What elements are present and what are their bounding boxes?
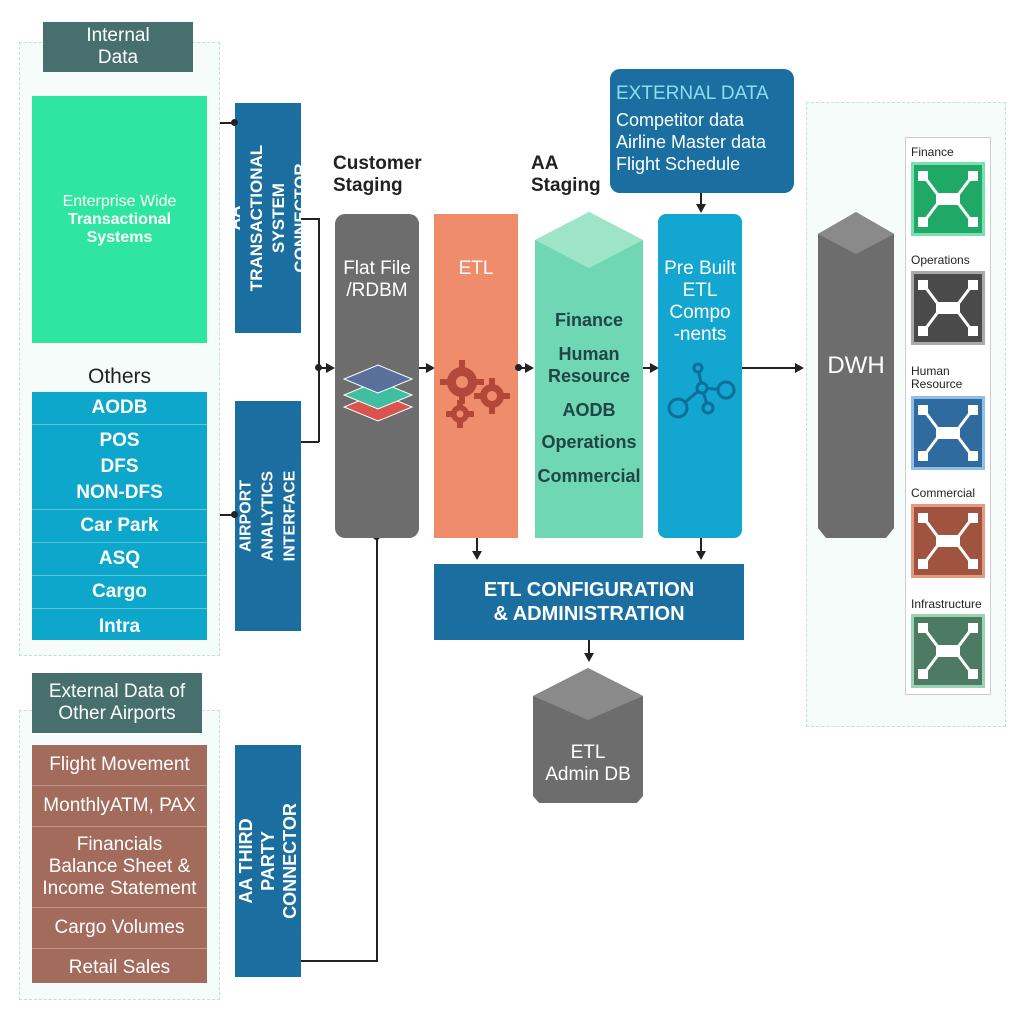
etl-label: ETL — [458, 258, 494, 279]
analytics-interface-connector: AIRPORT ANALYTICS INTERFACE — [235, 401, 301, 631]
external-data-item: Airline Master data — [616, 132, 767, 152]
internal-data-title: Internal Data — [43, 22, 193, 72]
enterprise-line3: Systems — [86, 228, 153, 246]
line — [643, 367, 653, 369]
line — [700, 538, 702, 552]
aa-item-finance: Finance — [554, 310, 624, 330]
network-icon — [664, 360, 738, 430]
arrow — [696, 204, 706, 213]
arrow — [525, 363, 534, 373]
commercial-mart-icon — [911, 504, 985, 578]
arrow — [650, 363, 659, 373]
table-glyph — [918, 280, 978, 336]
mart-label-human-resource: Human Resource — [911, 364, 963, 391]
mart-label-infrastructure: Infrastructure — [911, 597, 982, 611]
operations-mart-icon — [911, 271, 985, 345]
line — [301, 960, 378, 962]
line — [301, 218, 319, 220]
mart-label-finance: Finance — [911, 145, 954, 159]
table-glyph — [918, 623, 978, 679]
line — [220, 122, 235, 124]
arrow — [472, 551, 482, 560]
list-item: Flight Movement — [32, 745, 207, 786]
list-item: Cargo — [32, 576, 207, 609]
line — [318, 218, 320, 442]
dwh-label: DWH — [827, 352, 885, 379]
aa-staging-title: AA Staging — [531, 153, 601, 196]
human-resource-mart-icon — [911, 396, 985, 470]
external-data-title: EXTERNAL DATA — [616, 83, 769, 104]
external-data-item: Flight Schedule — [616, 154, 741, 174]
mart-label-commercial: Commercial — [911, 486, 976, 500]
aa-item-commercial: Commercial — [537, 466, 641, 486]
list-item: Cargo Volumes — [32, 908, 207, 949]
aa-item-human-resource: Human Resource — [547, 344, 631, 386]
list-item: Car Park — [32, 510, 207, 543]
prebuilt-label: Pre Built ETL Compo -nents — [664, 258, 736, 345]
third-party-connector: AA THIRD PARTY CONNECTOR — [235, 745, 301, 977]
others-list: AODB POS DFS NON-DFS Car Park ASQ Cargo … — [32, 392, 207, 640]
others-title: Others — [87, 365, 152, 388]
list-item: POS DFS NON-DFS — [32, 425, 207, 510]
dot — [315, 364, 322, 371]
etl-configuration-box: ETL CONFIGURATION & ADMINISTRATION — [434, 564, 744, 640]
list-item: Financials Balance Sheet & Income Statem… — [32, 827, 207, 908]
enterprise-line2: Transactional — [67, 210, 172, 228]
finance-mart-icon — [911, 162, 985, 236]
enterprise-line1: Enterprise Wide — [62, 192, 177, 210]
arrow — [696, 551, 706, 560]
etl-column — [434, 214, 518, 538]
aa-staging-column — [535, 212, 643, 538]
external-data-item: Competitor data — [616, 110, 745, 130]
flat-file-label: Flat File /RDBM — [343, 258, 411, 301]
etl-admin-db-label: ETL Admin DB — [545, 742, 631, 785]
line — [301, 441, 319, 443]
line — [700, 193, 702, 205]
etl-configuration-label: ETL CONFIGURATION & ADMINISTRATION — [483, 579, 695, 625]
arrow — [584, 653, 594, 662]
table-glyph — [918, 513, 978, 569]
line — [476, 538, 478, 552]
mart-label-operations: Operations — [911, 253, 970, 267]
external-airports-title: External Data of Other Airports — [32, 673, 202, 733]
aa-item-operations: Operations — [541, 432, 637, 452]
line — [518, 367, 528, 369]
dot — [231, 119, 238, 126]
aa-item-aodb: AODB — [562, 400, 616, 420]
list-item: AODB — [32, 392, 207, 425]
gears-icon — [440, 358, 516, 432]
enterprise-systems-box: Enterprise Wide Transactional Systems — [32, 96, 207, 343]
layers-icon — [342, 355, 414, 435]
line — [588, 640, 590, 654]
infrastructure-mart-icon — [911, 614, 985, 688]
table-glyph — [918, 171, 978, 227]
arrow — [326, 363, 335, 373]
list-item: MonthlyATM, PAX — [32, 786, 207, 827]
line — [742, 367, 798, 369]
external-data-box: EXTERNAL DATA Competitor data Airline Ma… — [610, 69, 794, 193]
list-item: ASQ — [32, 543, 207, 576]
dot — [231, 511, 238, 518]
transactional-connector: AA TRANSACTIONAL SYSTEM CONNECTOR — [225, 103, 310, 333]
arrow — [426, 363, 435, 373]
table-glyph — [918, 405, 978, 461]
dwh-cylinder — [818, 212, 894, 538]
dot — [515, 364, 522, 371]
line — [318, 367, 332, 369]
customer-staging-title: Customer Staging — [333, 153, 422, 196]
line — [220, 514, 235, 516]
line — [376, 537, 378, 962]
arrow — [795, 363, 804, 373]
line — [419, 367, 429, 369]
etl-admin-db — [533, 668, 643, 803]
external-airports-list: Flight Movement MonthlyATM, PAX Financia… — [32, 745, 207, 983]
list-item: Intra — [98, 616, 141, 637]
list-item: Retail Sales — [68, 957, 171, 978]
